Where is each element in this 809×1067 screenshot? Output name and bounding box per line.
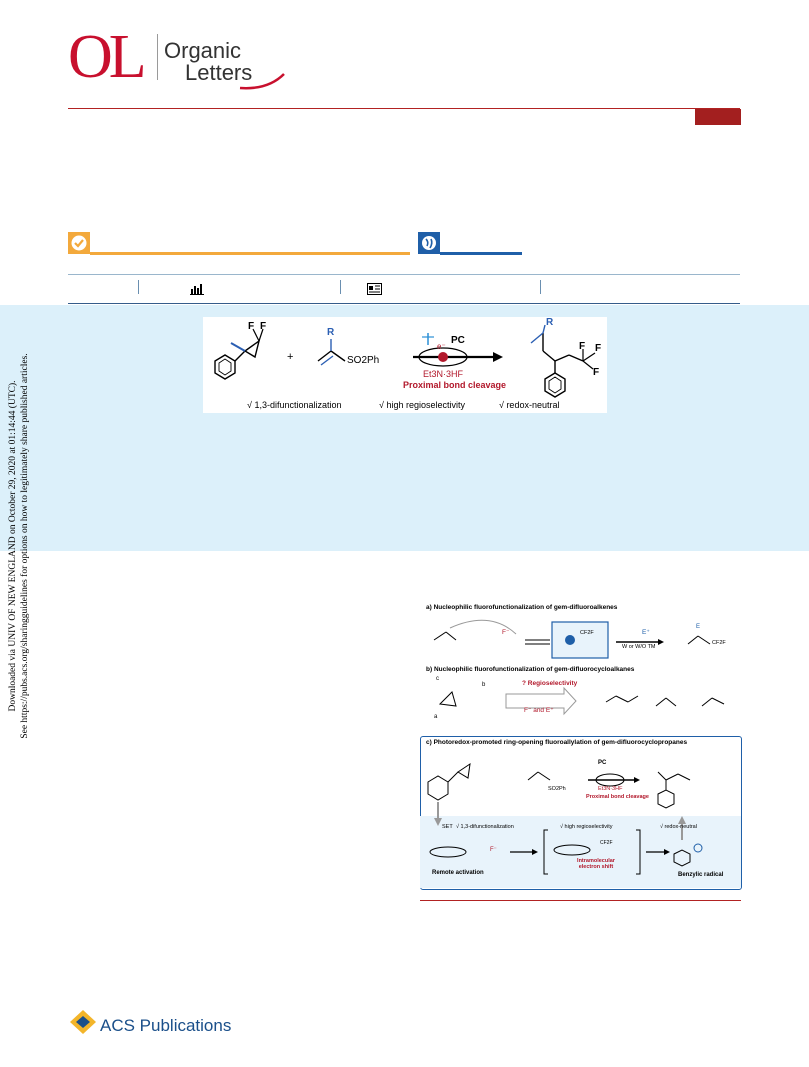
panel-c-highlight-2: √ high regioselectivity bbox=[560, 824, 613, 830]
panel-b-title: b) Nucleophilic fluorofunctionalization … bbox=[426, 666, 635, 673]
panel-a-anion-group: CF2F bbox=[580, 630, 594, 636]
figure-bottom-rule bbox=[420, 900, 741, 901]
panel-c-intramolecular: Intramolecular electron shift bbox=[577, 858, 615, 870]
panel-c-pc: PC bbox=[598, 760, 607, 766]
panel-c-highlight-3: √ redox-neutral bbox=[660, 824, 697, 830]
toc-product-r: R bbox=[546, 317, 554, 328]
toc-fluorine-1: F bbox=[248, 321, 255, 332]
panel-b-reagents: F⁻ and E⁺ bbox=[524, 707, 554, 714]
journal-logo-mark: OL bbox=[68, 23, 147, 91]
panel-a-title: a) Nucleophilic fluorofunctionalization … bbox=[426, 604, 618, 611]
panel-c-set: SET bbox=[442, 824, 453, 830]
panel-a-electrophile: E⁺ bbox=[642, 629, 650, 636]
toc-product-f2: F bbox=[595, 343, 602, 354]
panel-c-box bbox=[420, 736, 742, 890]
panel-a-fluoride: F⁻ bbox=[502, 629, 510, 636]
panel-a-condition: W or W/O TM bbox=[622, 644, 656, 650]
metrics-chart-icon[interactable] bbox=[190, 282, 204, 300]
panel-a-product-group: CF2F bbox=[712, 640, 726, 646]
panel-c-title: c) Photoredox-promoted ring-opening fluo… bbox=[426, 739, 688, 746]
publisher-name: ACS Publications bbox=[100, 1016, 232, 1035]
toc-highlight-3: √ redox-neutral bbox=[499, 400, 560, 410]
journal-name-line2: Letters bbox=[185, 60, 253, 85]
toc-r-label: R bbox=[327, 327, 335, 338]
header-tab bbox=[695, 109, 741, 125]
figure-1: a) Nucleophilic fluorofunctionalization … bbox=[420, 600, 742, 890]
panel-b-bond-b: b bbox=[482, 682, 486, 688]
panel-c-cf2f: CF2F bbox=[600, 840, 613, 846]
metrics-separator bbox=[340, 280, 341, 294]
toc-highlight-2: √ high regioselectivity bbox=[379, 400, 465, 410]
panel-b-question: ? Regioselectivity bbox=[522, 680, 578, 687]
toc-electron: e⁻ bbox=[437, 342, 446, 351]
panel-c-key-step: Proximal bond cleavage bbox=[586, 794, 649, 800]
toc-highlight-1: √ 1,3-difunctionalization bbox=[247, 400, 342, 410]
toc-so2ph: SO2Ph bbox=[347, 355, 380, 366]
download-notice-line1: Downloaded via UNIV OF NEW ENGLAND on Oc… bbox=[8, 380, 18, 712]
panel-c-benzylic: Benzylic radical bbox=[678, 872, 724, 878]
metrics-separator bbox=[540, 280, 541, 294]
metrics-top-rule bbox=[68, 274, 740, 275]
panel-b-bond-a: a bbox=[434, 714, 438, 720]
download-notice: Downloaded via UNIV OF NEW ENGLAND on Oc… bbox=[3, 320, 35, 780]
toc-product-f1: F bbox=[579, 341, 586, 352]
panel-c-mechanism-area bbox=[420, 816, 741, 888]
panel-c-highlight-1: √ 1,3-difunctionalization bbox=[456, 824, 514, 830]
panel-c-remote: Remote activation bbox=[432, 870, 484, 876]
metrics-bottom-rule bbox=[68, 303, 740, 304]
download-notice-line2: See https://pubs.acs.org/sharingguidelin… bbox=[20, 353, 30, 739]
toc-key-step: Proximal bond cleavage bbox=[403, 380, 507, 390]
open-access-bar bbox=[90, 252, 410, 255]
toc-reagent: Et3N·3HF bbox=[423, 369, 464, 379]
journal-name-line1: Organic bbox=[164, 38, 242, 63]
panel-c-so2ph: SO2Ph bbox=[548, 786, 566, 792]
acs-logo-icon bbox=[70, 1010, 96, 1034]
toc-plus: + bbox=[287, 351, 294, 363]
globe-icon bbox=[418, 232, 440, 254]
toc-fluorine-2: F bbox=[260, 321, 267, 332]
panel-c-fluoride: F⁻ bbox=[490, 847, 497, 853]
panel-c-reagent: Et3N·3HF bbox=[598, 786, 623, 792]
panel-b-bond-c: c bbox=[436, 676, 439, 682]
toc-graphic: F F + R SO2Ph PC e⁻ Et3N·3HF Proximal bo… bbox=[203, 317, 607, 413]
license-bar bbox=[440, 252, 522, 255]
metrics-separator bbox=[138, 280, 139, 294]
panel-a-product-e: E bbox=[696, 624, 701, 630]
header-rule bbox=[68, 108, 740, 109]
logo-divider bbox=[157, 34, 158, 80]
article-recommendations-icon[interactable] bbox=[367, 282, 382, 300]
toc-product-f3: F bbox=[593, 367, 600, 378]
toc-pc: PC bbox=[451, 335, 465, 346]
logo-swoosh bbox=[239, 73, 285, 90]
check-icon bbox=[68, 232, 90, 254]
